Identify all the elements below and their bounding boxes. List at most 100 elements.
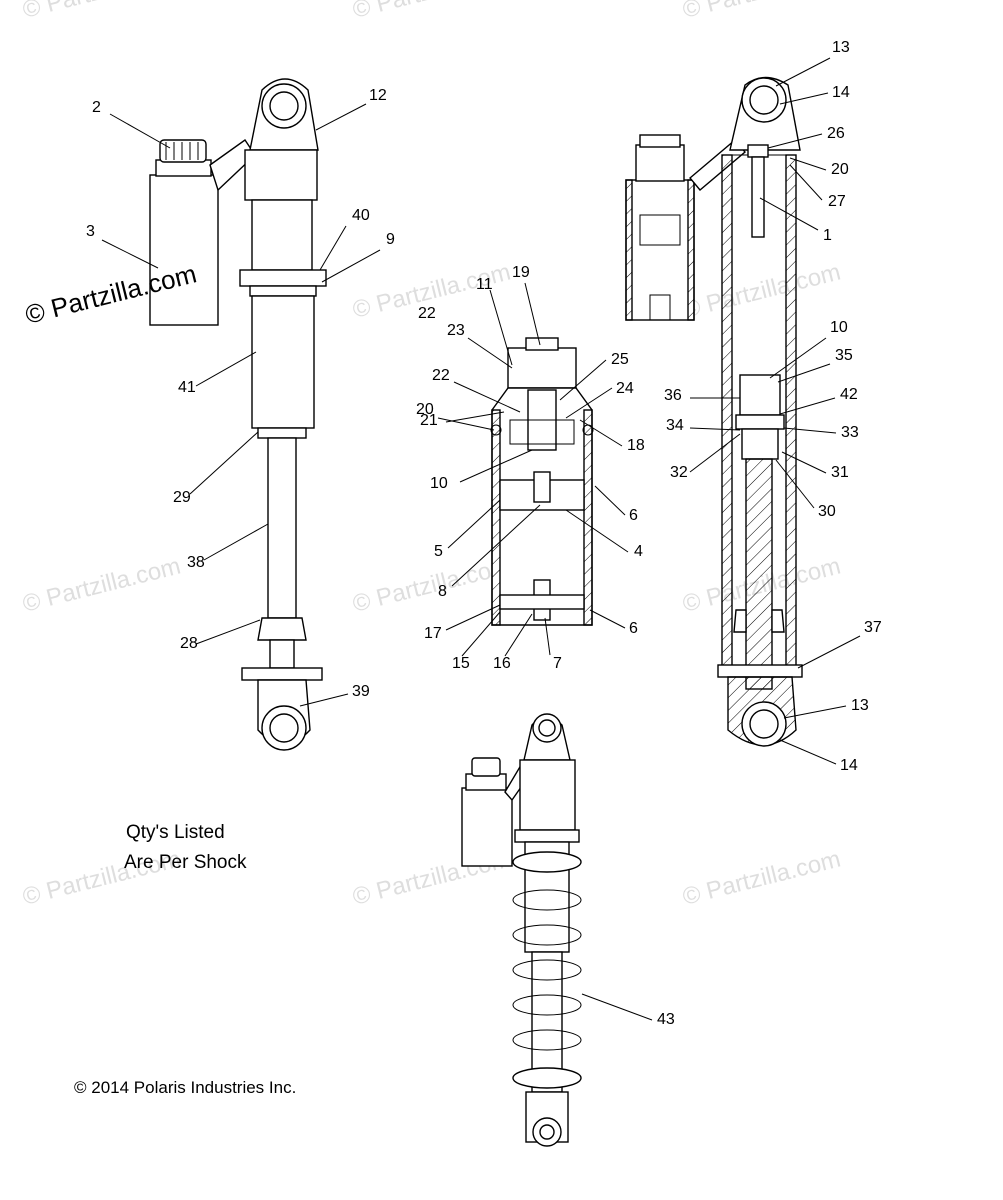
- callout-number: 5: [434, 543, 443, 560]
- callout-leader-line: [779, 92, 829, 105]
- callout-leader-line: [195, 619, 261, 645]
- callout-number: 11: [476, 276, 493, 293]
- callout-leader-line: [775, 57, 831, 87]
- callout-leaders: [101, 57, 861, 1021]
- callout-leader-line: [594, 485, 626, 516]
- callout-leader-line: [445, 604, 501, 631]
- callout-leader-line: [779, 739, 837, 765]
- callout-number: 38: [187, 554, 205, 571]
- callout-leader-line: [779, 397, 836, 415]
- callout-number: 16: [493, 655, 511, 672]
- callout-leader-line: [109, 113, 171, 149]
- qty-note-line2: Are Per Shock: [124, 852, 247, 873]
- callout-number: 2: [92, 99, 101, 116]
- callout-leader-line: [544, 617, 551, 656]
- callout-leader-line: [783, 705, 847, 719]
- callout-leader-line: [769, 337, 827, 379]
- left-shock-assembly: [149, 78, 327, 751]
- callout-leader-line: [315, 103, 367, 131]
- copyright-text: © 2014 Polaris Industries Inc.: [74, 1078, 297, 1097]
- callout-leader-line: [524, 282, 541, 346]
- callout-leader-line: [789, 164, 823, 201]
- callout-leader-line: [581, 993, 653, 1021]
- callout-leader-line: [689, 433, 741, 473]
- callout-number: 7: [553, 655, 562, 672]
- callout-number: 18: [627, 437, 645, 454]
- callout-number: 10: [430, 475, 448, 492]
- callout-number: 10: [830, 319, 848, 336]
- reservoir-cutaway: [490, 337, 594, 626]
- callout-leader-line: [467, 337, 513, 369]
- callout-number: 31: [831, 464, 849, 481]
- callout-leader-line: [445, 411, 505, 423]
- callout-number: 29: [173, 489, 191, 506]
- callout-leader-line: [321, 249, 381, 283]
- callout-number: 26: [827, 125, 845, 142]
- watermark-text: © Partzilla.com: [20, 0, 183, 24]
- callout-number: 12: [369, 87, 387, 104]
- callout-leader-line: [453, 381, 521, 413]
- watermark-text: © Partzilla.com: [20, 553, 183, 618]
- callout-number: 4: [634, 543, 643, 560]
- callout-number: 25: [611, 351, 629, 368]
- callout-number: 39: [352, 683, 370, 700]
- callout-leader-line: [189, 431, 259, 495]
- callout-leader-line: [689, 427, 741, 431]
- callout-leader-line: [777, 363, 831, 383]
- callout-leader-line: [299, 693, 349, 707]
- callout-leader-line: [565, 387, 613, 419]
- callout-number: 17: [424, 625, 442, 642]
- right-shock-cutaway: [625, 76, 803, 747]
- callout-number: 1: [823, 227, 832, 244]
- callout-leader-line: [781, 451, 827, 474]
- callout-leader-line: [759, 197, 819, 231]
- callout-number: 8: [438, 583, 447, 600]
- callout-leader-line: [589, 609, 626, 629]
- callout-number: 15: [452, 655, 470, 672]
- callout-number: 27: [828, 193, 846, 210]
- callout-number: 14: [840, 757, 858, 774]
- callout-number: 21: [420, 412, 438, 429]
- watermark-text: © Partzilla.com: [680, 0, 843, 24]
- callout-number: 42: [840, 386, 858, 403]
- callout-leader-line: [101, 239, 159, 269]
- callout-number: 13: [832, 39, 850, 56]
- callout-leader-line: [504, 613, 533, 657]
- callout-leader-line: [459, 449, 533, 483]
- callout-leader-line: [579, 419, 623, 447]
- callout-number: 9: [386, 231, 395, 248]
- callout-number: 6: [629, 507, 638, 524]
- qty-note-line1: Qty's Listed: [126, 822, 225, 843]
- callout-number: 34: [666, 417, 684, 434]
- callout-number: 20: [416, 401, 434, 418]
- callout-leader-line: [451, 504, 541, 587]
- watermark-text: © Partzilla.com: [680, 846, 843, 911]
- watermark-text: © Partzilla.com: [680, 259, 843, 324]
- callout-number: 37: [864, 619, 882, 636]
- callout-number: 35: [835, 347, 853, 364]
- callout-leader-line: [447, 499, 501, 549]
- callout-number: 36: [664, 387, 682, 404]
- callout-leader-line: [797, 635, 861, 669]
- coilover-shock-assembly: [461, 713, 582, 1147]
- callout-number: 40: [352, 207, 370, 224]
- callout-leader-line: [565, 509, 629, 553]
- callout-number: 6: [629, 620, 638, 637]
- callout-leader-line: [203, 523, 269, 561]
- callout-leader-line: [789, 157, 827, 171]
- callout-leader-line: [461, 611, 501, 657]
- watermark-layer: © Partzilla.com © Partzilla.com © Partzill…: [20, 0, 843, 911]
- watermark-text: © Partzilla.com: [350, 0, 513, 24]
- callout-number: 43: [657, 1011, 675, 1028]
- callout-number: 20: [831, 161, 849, 178]
- callout-leader-line: [559, 359, 607, 401]
- callout-number: 3: [86, 223, 95, 240]
- callout-number: 19: [512, 264, 530, 281]
- callout-leader-line: [195, 351, 257, 387]
- callout-leader-line: [319, 225, 347, 271]
- callout-leader-line: [767, 133, 823, 149]
- callout-number: 14: [832, 84, 850, 101]
- watermark-text: © Partzilla.com: [350, 553, 513, 618]
